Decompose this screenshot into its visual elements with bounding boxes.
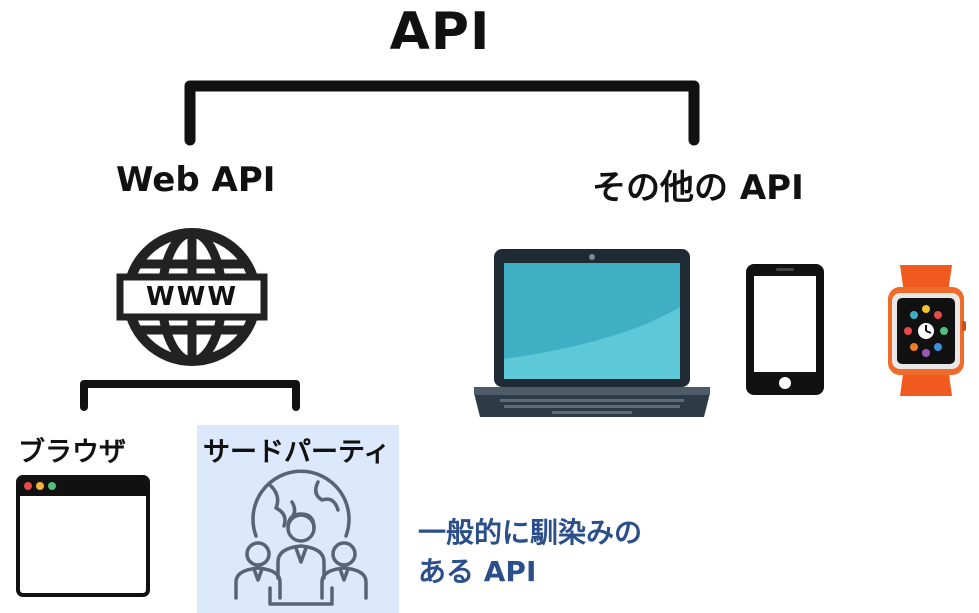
www-globe-icon xyxy=(116,228,268,366)
browser-window-icon xyxy=(16,475,150,597)
note-line-2: ある API xyxy=(418,555,537,588)
web-api-label: Web API xyxy=(116,160,276,200)
other-api-label: その他の API xyxy=(592,168,804,208)
third-party-label: サードパーティ xyxy=(203,437,391,468)
diagram-title: API xyxy=(389,2,491,62)
note-line-1: 一般的に馴染みの xyxy=(418,516,643,549)
smartwatch-icon xyxy=(888,265,966,396)
laptop-icon xyxy=(474,249,710,417)
www-text: WWW xyxy=(145,282,239,312)
community-globe-icon xyxy=(234,469,368,606)
browser-label: ブラウザ xyxy=(18,437,126,468)
smartphone-icon xyxy=(746,264,824,395)
